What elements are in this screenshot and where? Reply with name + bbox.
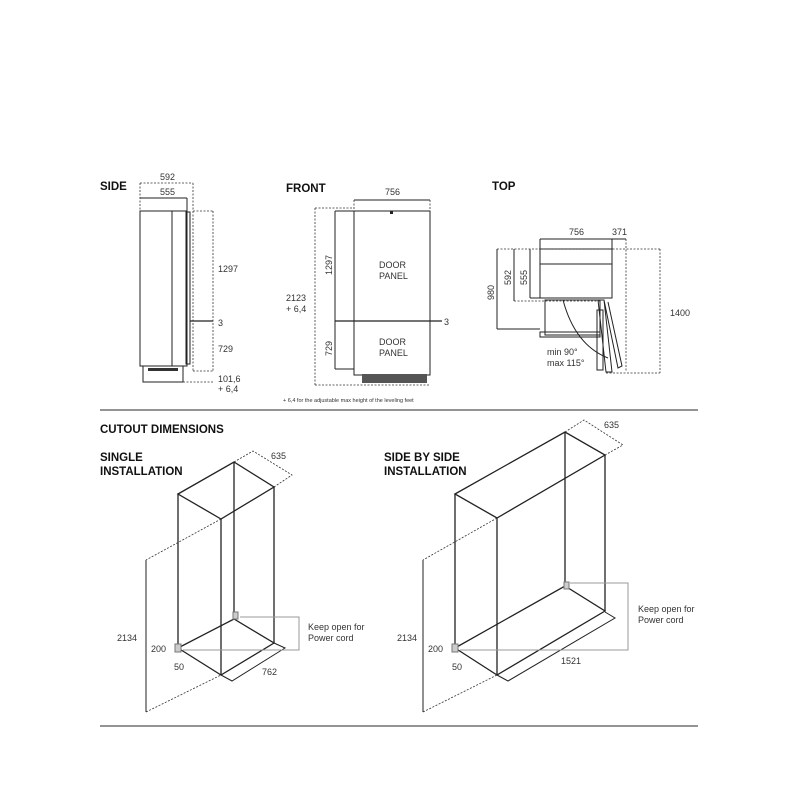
front-dim-3: 3 <box>444 317 449 327</box>
side-dim-729: 729 <box>218 344 233 354</box>
double-dim-200: 200 <box>428 644 443 654</box>
door-panel-lower-2: PANEL <box>379 348 408 358</box>
front-dim-729: 729 <box>324 341 334 356</box>
top-door-max-angle: max 115° <box>547 358 585 368</box>
side-by-side-installation: SIDE BY SIDE INSTALLATION 635 2134 200 5… <box>384 419 695 713</box>
side-dim-101-6: 101,6 <box>218 374 241 384</box>
top-dim-1400: 1400 <box>670 308 690 318</box>
door-panel-upper-1: DOOR <box>379 260 407 270</box>
front-dim-1297: 1297 <box>324 255 334 275</box>
double-dim-2134: 2134 <box>397 633 417 643</box>
side-dim-592: 592 <box>160 172 175 182</box>
side-body <box>139 210 188 367</box>
top-view: TOP 756 371 980 592 555 1400 min 90° max… <box>486 181 690 374</box>
side-dim-1297: 1297 <box>218 264 238 274</box>
single-note-1: Keep open for <box>308 622 365 632</box>
top-dim-555: 555 <box>519 270 529 285</box>
single-dim-2134: 2134 <box>117 633 137 643</box>
single-dim-635: 635 <box>271 451 286 461</box>
double-dim-635: 635 <box>604 420 619 430</box>
front-dim-plus-6-4: + 6,4 <box>286 304 306 314</box>
top-body <box>539 248 613 299</box>
double-title-1: SIDE BY SIDE <box>384 452 460 464</box>
top-door-min-angle: min 90° <box>547 347 578 357</box>
double-note-2: Power cord <box>638 615 684 625</box>
side-dim-plus-6-4: + 6,4 <box>218 384 238 394</box>
double-title-2: INSTALLATION <box>384 466 467 478</box>
double-note-1: Keep open for <box>638 604 695 614</box>
front-footnote: + 6,4 for the adjustable max height of t… <box>283 398 414 404</box>
single-title-2: INSTALLATION <box>100 466 183 478</box>
side-dim-3: 3 <box>218 318 223 328</box>
front-dim-756: 756 <box>385 187 400 197</box>
side-title: SIDE <box>100 181 127 193</box>
single-dim-50: 50 <box>174 662 184 672</box>
double-dim-50: 50 <box>452 662 462 672</box>
side-dim-555: 555 <box>160 187 175 197</box>
front-title: FRONT <box>286 183 326 195</box>
single-title-1: SINGLE <box>100 452 143 464</box>
top-dim-371: 371 <box>612 227 627 237</box>
top-title: TOP <box>492 181 516 193</box>
top-dim-980: 980 <box>486 285 496 300</box>
single-dim-762: 762 <box>262 667 277 677</box>
top-dim-592: 592 <box>503 270 513 285</box>
top-dim-756: 756 <box>569 227 584 237</box>
single-note-2: Power cord <box>308 633 354 643</box>
single-installation: SINGLE INSTALLATION 635 2134 200 50 762 … <box>100 450 365 713</box>
single-dim-200: 200 <box>151 644 166 654</box>
side-view: SIDE 592 555 1297 3 729 101,6 + 6,4 <box>100 172 241 394</box>
cutout-title: CUTOUT DIMENSIONS <box>100 424 224 436</box>
front-view: FRONT 756 1297 729 2123 + 6,4 DOOR PANEL… <box>283 183 449 404</box>
front-dim-2123: 2123 <box>286 293 306 303</box>
door-panel-lower-1: DOOR <box>379 337 407 347</box>
double-dim-1521: 1521 <box>561 656 581 666</box>
door-panel-upper-2: PANEL <box>379 271 408 281</box>
